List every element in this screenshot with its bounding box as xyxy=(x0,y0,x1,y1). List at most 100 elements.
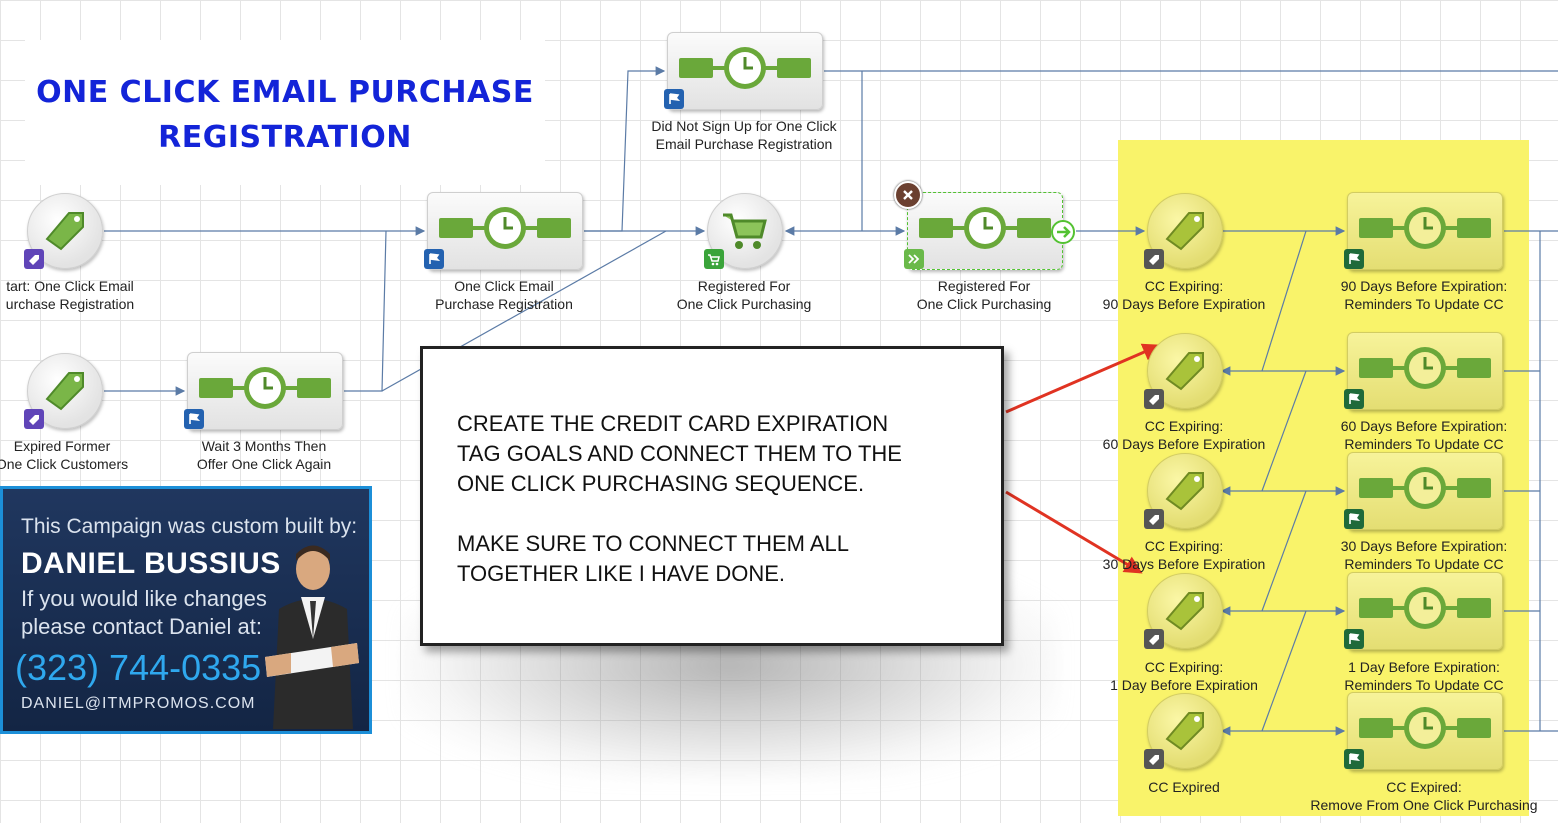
flag-icon xyxy=(184,409,204,429)
cc-goal-label-90: CC Expiring: 90 Days Before Expiration xyxy=(1074,277,1294,313)
callout-line: CREATE THE CREDIT CARD EXPIRATION xyxy=(457,411,889,436)
flag-icon xyxy=(1344,249,1364,269)
did-not-sign-seq-label: Did Not Sign Up for One Click Email Purc… xyxy=(614,117,874,153)
clock-sequence-icon xyxy=(679,47,811,89)
label-line: 1 Day Before Expiration: xyxy=(1348,659,1500,675)
goal-circle xyxy=(1147,193,1223,269)
tag-icon xyxy=(45,372,84,411)
page-title: ONE CLICK EMAIL PURCHASE REGISTRATION xyxy=(25,70,545,160)
tag-badge-icon xyxy=(24,249,44,269)
close-icon[interactable] xyxy=(894,181,922,209)
instruction-callout: CREATE THE CREDIT CARD EXPIRATION TAG GO… xyxy=(420,346,1004,646)
banner-email: DANIEL@ITMPROMOS.COM xyxy=(21,695,256,712)
cc-seq-label-30: 30 Days Before Expiration: Reminders To … xyxy=(1314,537,1534,573)
label-line: 1 Day Before Expiration xyxy=(1110,677,1258,693)
label-line: urchase Registration xyxy=(5,296,135,312)
title-backdrop xyxy=(25,40,545,185)
sequence-box xyxy=(907,192,1075,270)
title-line-2: REGISTRATION xyxy=(158,120,412,155)
sequence-box xyxy=(1347,692,1503,770)
label-line: CC Expiring: xyxy=(1144,659,1224,675)
callout-line: TOGETHER LIKE I HAVE DONE. xyxy=(457,561,786,586)
banner-contact-text: If you would like changes please contact… xyxy=(21,586,267,639)
tag-badge-icon xyxy=(24,409,44,429)
sequence-box xyxy=(1347,572,1503,650)
label-line: 30 Days Before Expiration xyxy=(1102,556,1266,572)
clock-sequence-icon xyxy=(199,367,331,409)
cc-goal-label-expired: CC Expired xyxy=(1074,778,1294,796)
label-line: CC Expiring: xyxy=(1144,278,1224,294)
expired-goal-label: Expired Former One Click Customers xyxy=(0,437,172,473)
clock-sequence-icon xyxy=(1359,467,1491,509)
label-line: 60 Days Before Expiration xyxy=(1102,436,1266,452)
sequence-box xyxy=(667,32,823,110)
clock-sequence-icon xyxy=(439,207,571,249)
tag-icon xyxy=(1165,212,1204,251)
sequence-box xyxy=(1347,452,1503,530)
label-line: One Click Purchasing xyxy=(916,296,1052,312)
flag-icon xyxy=(1344,509,1364,529)
clock-sequence-icon xyxy=(1359,207,1491,249)
label-line: Reminders To Update CC xyxy=(1344,296,1504,312)
sequence-box xyxy=(187,352,343,430)
person-photo-icon xyxy=(265,545,359,729)
tag-badge-icon xyxy=(1144,629,1164,649)
cart-icon xyxy=(723,213,767,249)
label-line: CC Expiring: xyxy=(1144,418,1224,434)
oneclick-seq-label: One Click Email Purchase Registration xyxy=(394,277,614,313)
label-line: Registered For xyxy=(697,278,791,294)
label-line: 90 Days Before Expiration xyxy=(1102,296,1266,312)
clock-sequence-icon xyxy=(1359,707,1491,749)
label-line: Purchase Registration xyxy=(435,296,573,312)
flag-icon xyxy=(1344,389,1364,409)
label-line: One Click Customers xyxy=(0,456,129,472)
callout-line: TAG GOALS AND CONNECT THEM TO THE xyxy=(457,441,902,466)
goal-circle xyxy=(707,193,783,269)
tag-icon xyxy=(1165,712,1204,751)
label-line: Reminders To Update CC xyxy=(1344,677,1504,693)
tag-icon xyxy=(1165,472,1204,511)
connect-arrow-icon[interactable] xyxy=(1050,219,1076,245)
label-line: CC Expired xyxy=(1148,779,1220,795)
cc-goal-label-1: CC Expiring: 1 Day Before Expiration xyxy=(1074,658,1294,694)
callout-line: ONE CLICK PURCHASING SEQUENCE. xyxy=(457,471,865,496)
flag-icon xyxy=(1344,749,1364,769)
cc-seq-label-60: 60 Days Before Expiration: Reminders To … xyxy=(1314,417,1534,453)
tag-badge-icon xyxy=(1144,389,1164,409)
cc-seq-label-90: 90 Days Before Expiration: Reminders To … xyxy=(1314,277,1534,313)
sequence-box xyxy=(1347,332,1503,410)
wait-seq-label: Wait 3 Months Then Offer One Click Again xyxy=(154,437,374,473)
cart-badge-icon xyxy=(704,249,724,269)
label-line: CC Expiring: xyxy=(1144,538,1224,554)
tag-icon xyxy=(1165,352,1204,391)
label-line: tart: One Click Email xyxy=(6,278,134,294)
registered-goal-label: Registered For One Click Purchasing xyxy=(634,277,854,313)
label-line: Registered For xyxy=(937,278,1031,294)
label-line: CC Expired: xyxy=(1386,779,1462,795)
banner-intro: This Campaign was custom built by: xyxy=(21,515,358,538)
label-line: Reminders To Update CC xyxy=(1344,556,1504,572)
cc-goal-label-60: CC Expiring: 60 Days Before Expiration xyxy=(1074,417,1294,453)
sequence-box xyxy=(1347,192,1503,270)
label-line: Remove From One Click Purchasing xyxy=(1310,797,1538,813)
tag-badge-icon xyxy=(1144,749,1164,769)
cc-seq-label-expired: CC Expired: Remove From One Click Purcha… xyxy=(1294,778,1554,814)
cc-seq-label-1: 1 Day Before Expiration: Reminders To Up… xyxy=(1314,658,1534,694)
registered-seq-label: Registered For One Click Purchasing xyxy=(874,277,1094,313)
start-goal-label: tart: One Click Email urchase Registrati… xyxy=(0,277,180,313)
cc-goal-label-30: CC Expiring: 30 Days Before Expiration xyxy=(1074,537,1294,573)
tag-icon xyxy=(45,212,84,251)
label-line: One Click Email xyxy=(454,278,554,294)
label-line: 90 Days Before Expiration: xyxy=(1340,278,1508,294)
flag-icon xyxy=(1344,629,1364,649)
banner-phone: (323) 744-0335 xyxy=(15,647,262,688)
author-banner: This Campaign was custom built by: DANIE… xyxy=(0,486,372,734)
tag-badge-icon xyxy=(1144,509,1164,529)
label-line: Wait 3 Months Then xyxy=(201,438,327,454)
banner-name: DANIEL BUSSIUS xyxy=(21,547,281,580)
label-line: Reminders To Update CC xyxy=(1344,436,1504,452)
clock-sequence-icon xyxy=(919,207,1051,249)
title-line-1: ONE CLICK EMAIL PURCHASE xyxy=(36,75,534,110)
callout-line: MAKE SURE TO CONNECT THEM ALL xyxy=(457,531,850,556)
